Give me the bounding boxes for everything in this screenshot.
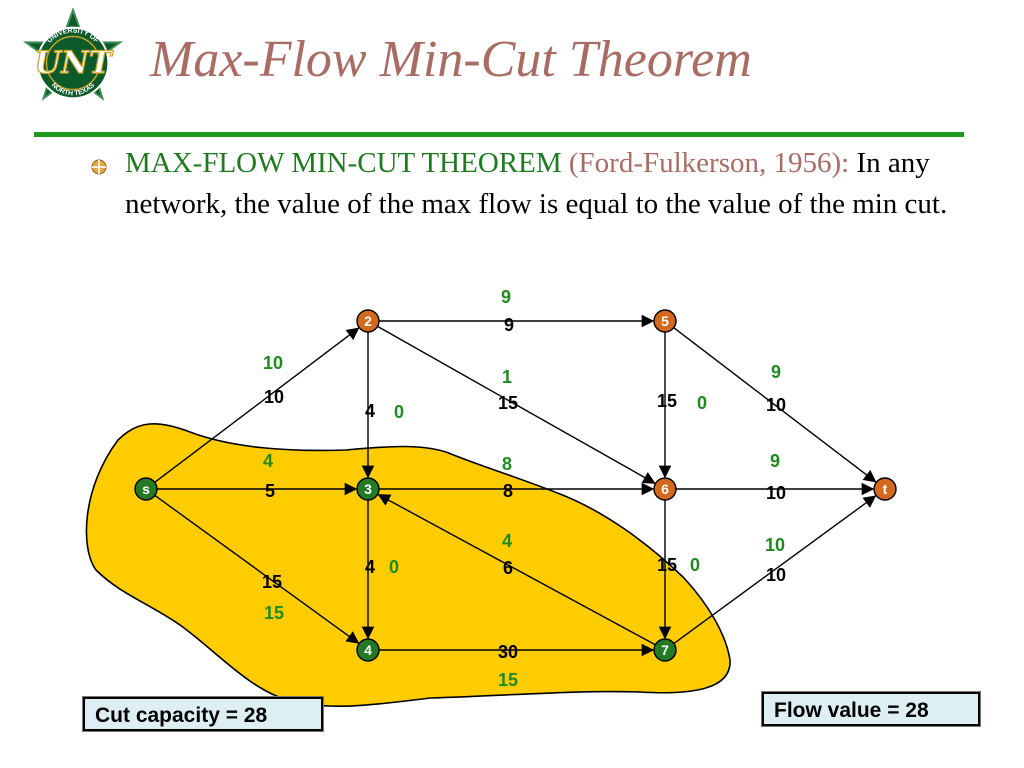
edge-flow-label: 4	[263, 451, 273, 471]
edge-capacity-label: 15	[657, 555, 677, 575]
node-7: 7	[653, 638, 677, 662]
edge-n5-t	[673, 327, 877, 483]
edge-n2-n6	[377, 325, 656, 484]
theorem-heading: MAX-FLOW MIN-CUT THEOREM	[125, 147, 562, 179]
min-cut-region	[85, 423, 731, 708]
node-label: 3	[364, 481, 372, 497]
edge-flow-label: 0	[697, 393, 707, 413]
title-divider	[34, 132, 964, 137]
edge-capacity-label: 15	[498, 393, 518, 413]
node-circle	[356, 477, 380, 501]
edge-n7-n3	[377, 494, 656, 646]
nodes-layer: s 2 3 4 5 6 7 t	[134, 309, 897, 662]
edge-flow-label: 1	[502, 367, 512, 387]
cut-capacity-box: Cut capacity = 28	[82, 696, 324, 732]
node-label: s	[142, 481, 150, 497]
node-circle	[873, 477, 897, 501]
node-4: 4	[356, 638, 380, 662]
edge-flow-label: 9	[770, 451, 780, 471]
node-5: 5	[653, 309, 677, 333]
edge-capacity-label: 15	[657, 391, 677, 411]
node-label: 2	[364, 313, 372, 329]
edge-flow-label: 8	[502, 454, 512, 474]
node-circle	[653, 477, 677, 501]
flow-value-box: Flow value = 28	[761, 691, 981, 727]
edge-flow-label: 4	[502, 531, 512, 551]
edge-capacity-label: 4	[365, 401, 375, 421]
node-s: s	[134, 477, 158, 501]
unt-logo-icon: UNIVERSITY OF NORTH TEXAS UNT	[22, 8, 124, 101]
edge-capacity-label: 10	[766, 565, 786, 585]
theorem-citation: (Ford-Fulkerson, 1956):	[568, 147, 850, 179]
edge-flow-label: 0	[394, 402, 404, 422]
edge-capacity-label: 15	[262, 572, 282, 592]
circle-plus-bullet-icon	[91, 159, 107, 175]
edge-capacity-label: 10	[264, 387, 284, 407]
node-circle	[356, 638, 380, 662]
page-title: Max-Flow Min-Cut Theorem	[150, 31, 752, 88]
edge-capacity-label: 30	[498, 642, 518, 662]
node-circle	[653, 638, 677, 662]
edge-flow-label: 0	[690, 555, 700, 575]
edge-s-n4	[154, 494, 360, 644]
edge-capacity-label: 5	[265, 481, 275, 501]
node-circle	[356, 309, 380, 333]
edge-flow-label: 0	[389, 557, 399, 577]
node-label: 5	[661, 313, 669, 329]
edge-flow-label: 15	[498, 670, 518, 690]
edge-flow-label: 10	[263, 353, 283, 373]
node-t: t	[873, 477, 897, 501]
edge-capacity-label: 8	[503, 481, 513, 501]
node-label: 4	[364, 642, 372, 658]
node-6: 6	[653, 477, 677, 501]
edge-capacity-label: 6	[503, 558, 513, 578]
node-circle	[134, 477, 158, 501]
edge-flow-label: 9	[501, 287, 511, 307]
node-label: t	[883, 481, 888, 497]
node-circle	[653, 309, 677, 333]
theorem-statement: MAX-FLOW MIN-CUT THEOREM (Ford-Fulkerson…	[125, 143, 955, 225]
theorem-body: In any network, the value of the max flo…	[125, 147, 948, 220]
node-label: 6	[661, 481, 669, 497]
node-2: 2	[356, 309, 380, 333]
edge-capacity-label: 10	[766, 483, 786, 503]
edge-flow-label: 9	[771, 362, 781, 382]
edge-s-n2	[154, 327, 360, 483]
edge-capacity-label: 4	[365, 557, 375, 577]
node-label: 7	[661, 642, 669, 658]
logo-text: UNT	[35, 45, 114, 81]
edge-flow-label: 15	[264, 603, 284, 623]
node-3: 3	[356, 477, 380, 501]
edge-flow-label: 10	[765, 535, 785, 555]
edge-n7-t	[673, 495, 877, 645]
edge-capacity-label: 9	[504, 315, 514, 335]
edge-capacity-label: 10	[766, 395, 786, 415]
